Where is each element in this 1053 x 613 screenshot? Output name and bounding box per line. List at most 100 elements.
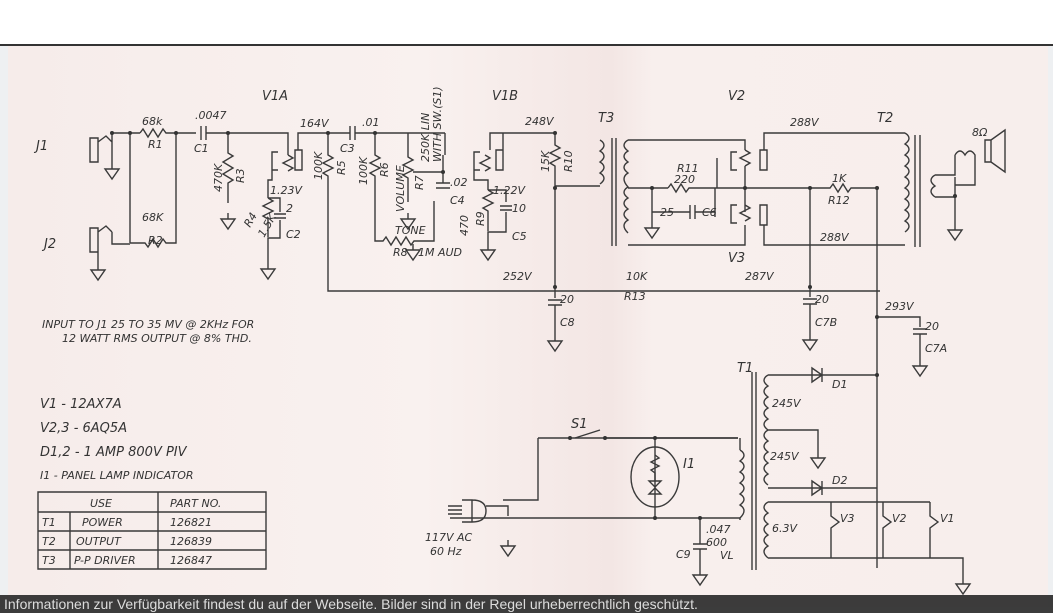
label: R11 — [677, 162, 699, 175]
label: 1M AUD — [418, 246, 462, 259]
label-t2: T2 — [877, 111, 893, 126]
label: R12 — [828, 194, 850, 207]
label: 1.23V — [270, 184, 303, 197]
caption-text: Informationen zur Verfügbarkeit findest … — [4, 596, 698, 612]
image-caption-bar: Informationen zur Verfügbarkeit findest … — [0, 595, 1053, 613]
label-v3: V3 — [728, 251, 745, 266]
label: 164V — [300, 117, 330, 130]
label: 293V — [885, 300, 915, 313]
label-j1: J1 — [33, 139, 48, 154]
table-cell: T1 — [42, 516, 56, 529]
label-t1: T1 — [737, 361, 753, 376]
label: 1K — [832, 172, 847, 185]
label: VL — [720, 549, 734, 562]
label-v1a: V1A — [262, 89, 288, 104]
schematic-image — [8, 46, 1048, 607]
wires — [89, 126, 1006, 578]
label: 20 — [560, 293, 574, 306]
label: 20 — [925, 320, 939, 333]
label: 25 — [660, 206, 674, 219]
label: 20 — [815, 293, 829, 306]
legend-line: I1 - PANEL LAMP INDICATOR — [40, 469, 194, 482]
label: C3 — [340, 142, 355, 155]
label: 287V — [745, 270, 775, 283]
label: R2 — [148, 234, 163, 247]
label: 600 — [706, 536, 727, 549]
label: 248V — [525, 115, 555, 128]
label: 470K — [212, 163, 225, 192]
label: 2 — [286, 202, 293, 215]
label: 10K — [626, 270, 648, 283]
legend-line: V1 - 12AX7A — [40, 397, 122, 412]
label: C4 — [450, 194, 465, 207]
notes: INPUT TO J1 25 TO 35 MV @ 2KHz FOR 12 WA… — [40, 318, 254, 482]
label: V3 — [840, 512, 855, 525]
label: 1.22V — [493, 184, 526, 197]
label: .0047 — [195, 109, 227, 122]
label: 245V — [770, 450, 800, 463]
label: .02 — [450, 176, 468, 189]
label: 470 — [458, 215, 471, 236]
label: V1 — [940, 512, 955, 525]
table-cell: 126839 — [170, 535, 212, 548]
parts-table: USE PART NO. T1 POWER 126821 T2 OUTPUT 1… — [37, 491, 267, 570]
input-note-2: 12 WATT RMS OUTPUT @ 8% THD. — [62, 332, 252, 345]
label: C9 — [676, 548, 691, 561]
label: R4 — [241, 210, 260, 229]
label: TONE — [395, 224, 426, 237]
legend-line: D1,2 - 1 AMP 800V PIV — [40, 445, 188, 460]
junction-dots — [110, 131, 957, 520]
label-v1b: V1B — [492, 89, 518, 104]
label: 288V — [790, 116, 820, 129]
label: 10 — [512, 202, 526, 215]
label: C7A — [925, 342, 947, 355]
label: R9 — [474, 211, 487, 226]
label: R3 — [234, 168, 247, 183]
table-cell: 126821 — [170, 516, 212, 529]
label: 220 — [674, 173, 695, 186]
label: R5 — [335, 160, 348, 175]
label: 250K LIN — [419, 113, 432, 162]
table-header-part: PART NO. — [170, 497, 221, 510]
label: .01 — [362, 116, 380, 129]
label: 288V — [820, 231, 850, 244]
label: D1 — [832, 378, 847, 391]
table-cell: 126847 — [170, 554, 212, 567]
viewer-top-bar — [0, 0, 1053, 46]
label: 100K — [312, 151, 325, 180]
label: WITH SW.(S1) — [431, 86, 444, 162]
table-cell: POWER — [82, 516, 123, 529]
table-cell: P-P DRIVER — [74, 554, 136, 567]
table-cell: T3 — [42, 554, 56, 567]
label: S1 — [571, 417, 588, 432]
label: 68K — [142, 211, 164, 224]
label: 100K — [357, 156, 370, 185]
label: .047 — [706, 523, 731, 536]
label: D2 — [832, 474, 847, 487]
image-viewer: V1A V1B V2 V3 T3 T2 T1 J1 J2 68k R1 68K … — [0, 46, 1053, 607]
label-v2: V2 — [728, 89, 745, 104]
label: 8Ω — [972, 126, 988, 139]
table-cell: T2 — [42, 535, 56, 548]
table-cell: OUTPUT — [76, 535, 122, 548]
label: 245V — [772, 397, 802, 410]
label: C8 — [560, 316, 575, 329]
label: R7 — [413, 175, 426, 190]
input-note-1: INPUT TO J1 25 TO 35 MV @ 2KHz FOR — [42, 318, 254, 331]
label: 15K — [539, 150, 552, 172]
label: C7B — [815, 316, 837, 329]
label: C5 — [512, 230, 527, 243]
label: 6.3V — [772, 522, 798, 535]
label: 68k — [142, 115, 163, 128]
label: R13 — [624, 290, 646, 303]
label-t3: T3 — [598, 111, 614, 126]
label: 1.5K — [255, 211, 279, 240]
label: I1 — [683, 457, 695, 472]
label: C6 — [702, 206, 717, 219]
table-header-use: USE — [90, 497, 112, 510]
label: VOLUME — [394, 165, 407, 212]
label: R8 — [393, 246, 408, 259]
label: R6 — [378, 162, 391, 177]
label: C1 — [194, 142, 209, 155]
label: 252V — [503, 270, 533, 283]
